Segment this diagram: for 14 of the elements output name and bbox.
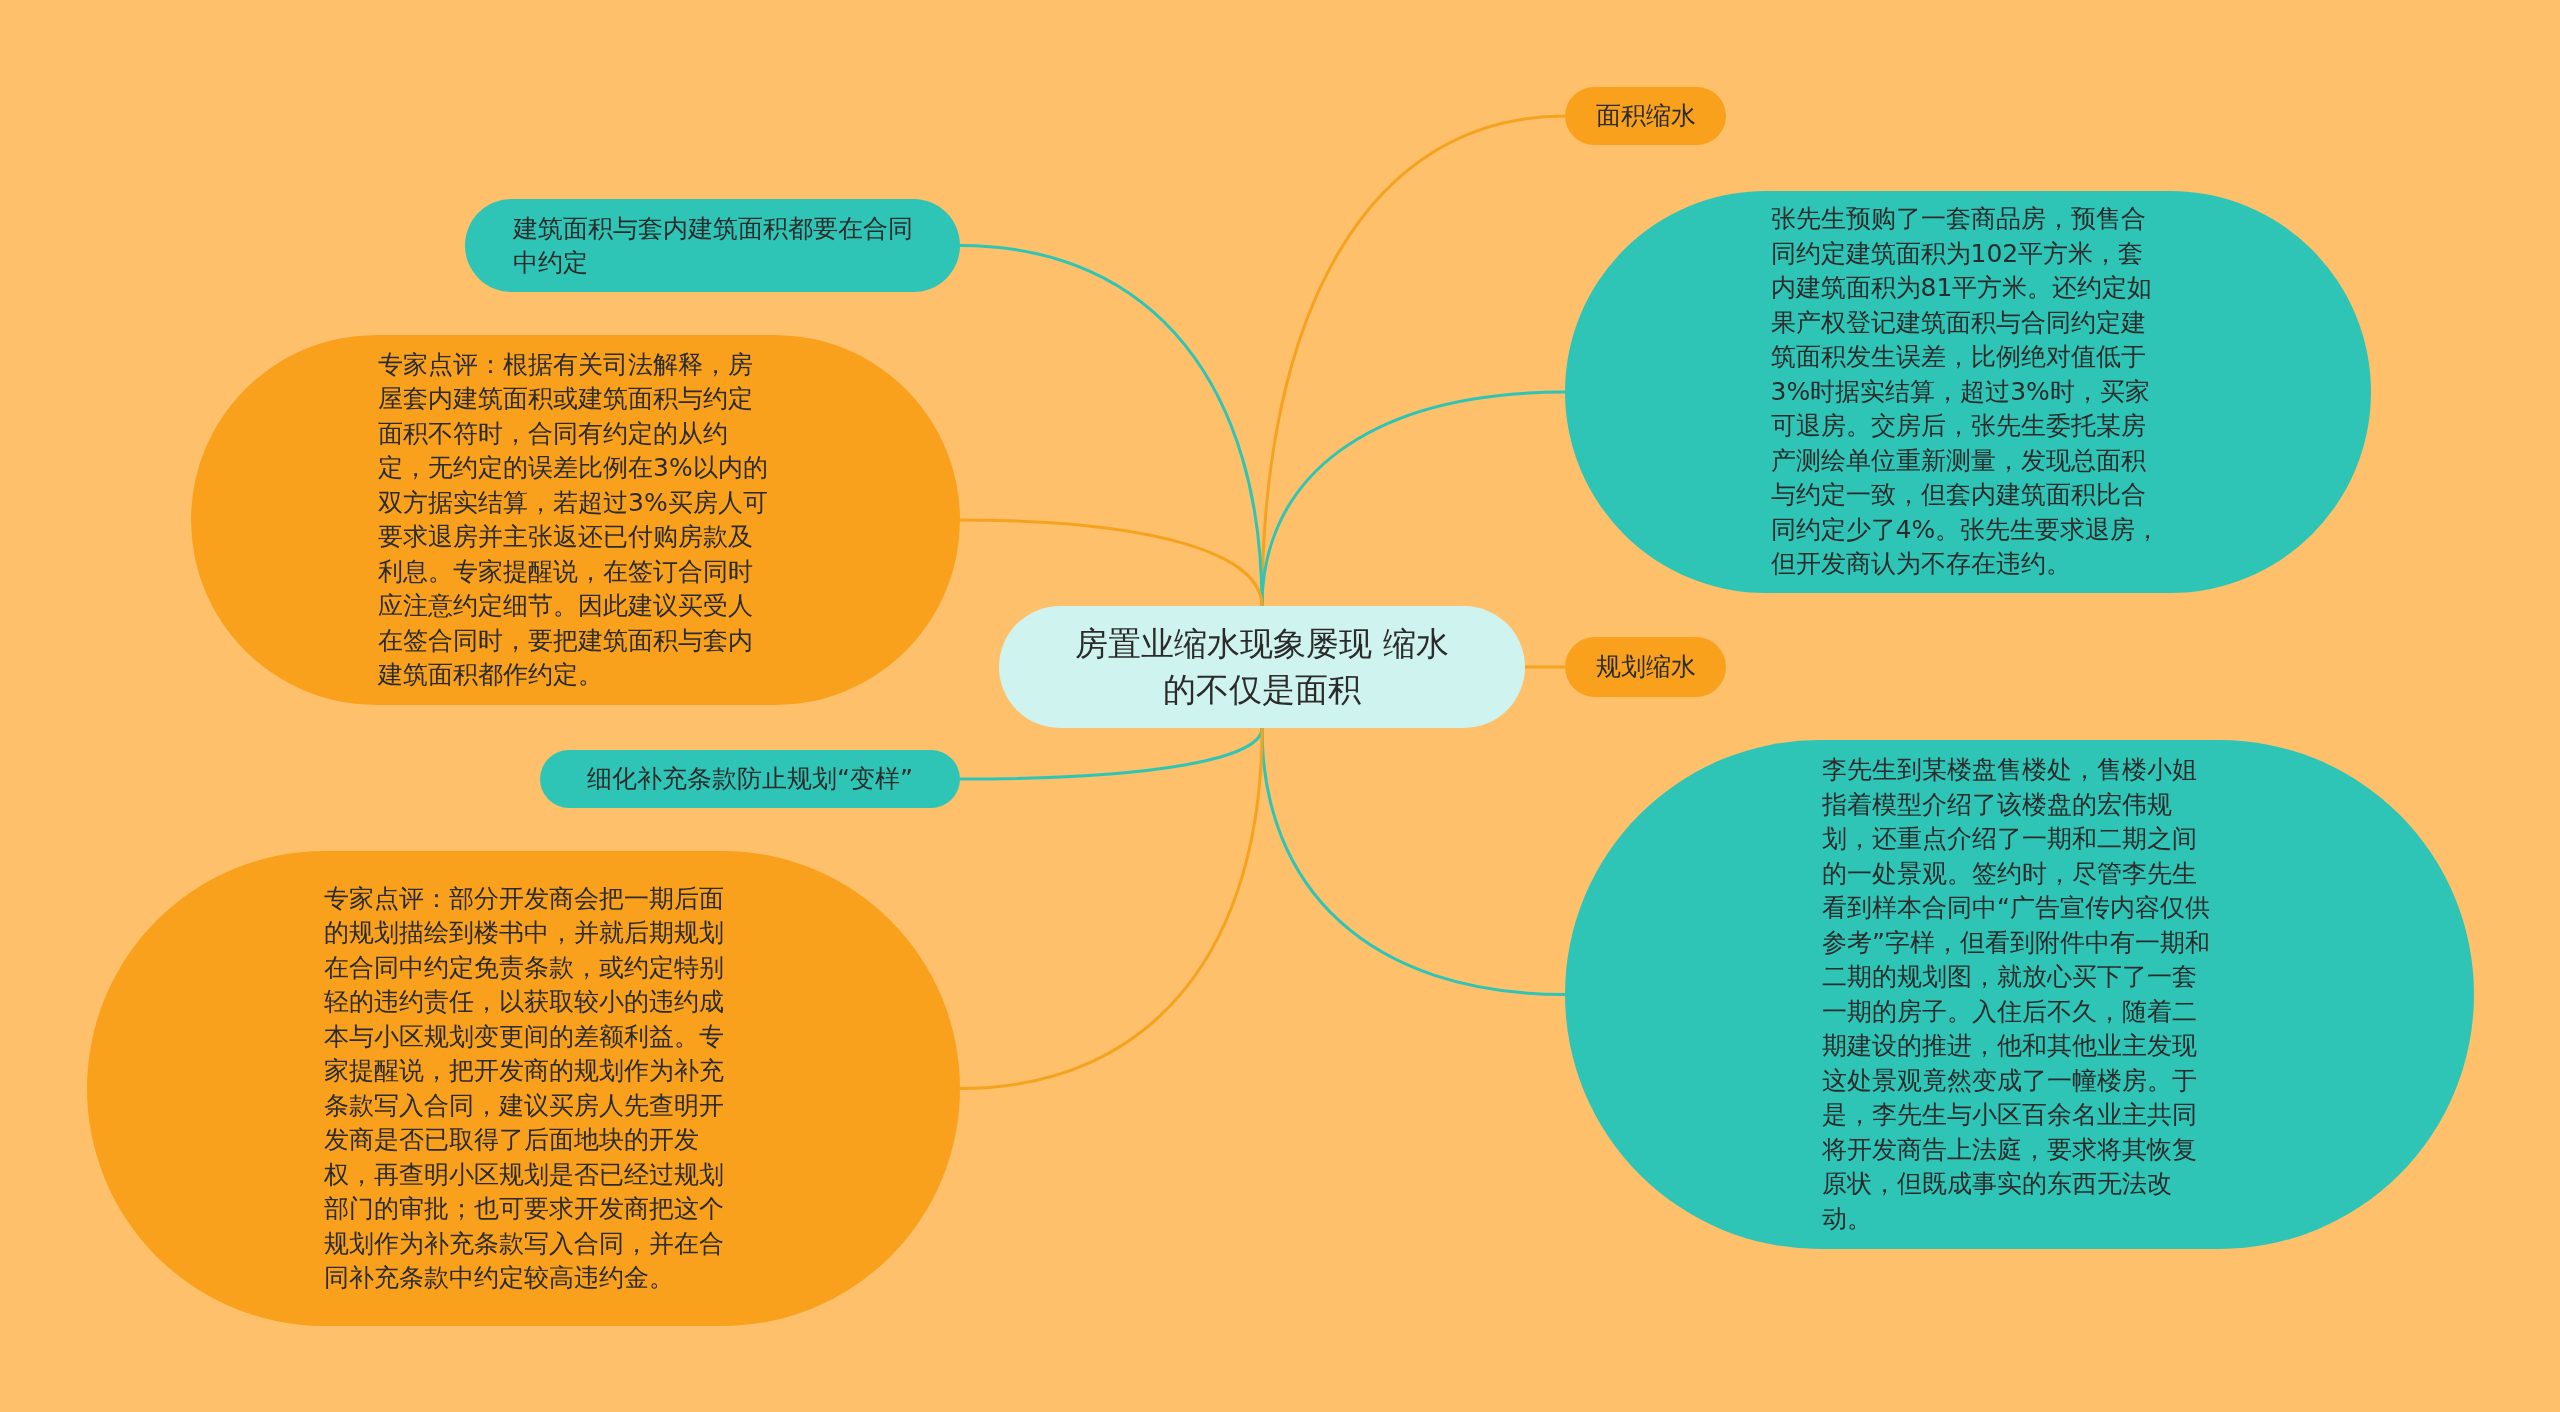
branch-label: 面积缩水 bbox=[1565, 87, 1726, 145]
topic-bubble: 房置业缩水现象屡现 缩水的不仅是面积 bbox=[999, 606, 1525, 728]
connector-line bbox=[1525, 665, 1565, 669]
branch-label: 规划缩水 bbox=[1565, 637, 1726, 697]
detail-bubble: 专家点评：部分开发商会把一期后面的规划描绘到楼书中，并就后期规划在合同中约定免责条款，或约定特别轻的违约责任，以获取较小的违约成本与小区规划变更间的差额利益。专家提醒说，把开发商的规划作为补充条款写入合同，建议买房人先查明开发商是否已取得了后面地块的开发权，再查明小区规划是否已经过规划部门的审批；也可要求开发商把这个规划作为补充条款写入合同，并在合同补充条款中约定较高违约金。 bbox=[87, 851, 960, 1326]
detail-bubble: 张先生预购了一套商品房，预售合同约定建筑面积为102平方米，套内建筑面积为81平方米。还约定如果产权登记建筑面积与合同约定建筑面积发生误差，比例绝对值低于3%时据实结算，超过3%时，买家可退房。交房后，张先生委托某房产测绘单位重新测量，发现总面积与约定一致，但套内建筑面积比合同约定少了4%。张先生要求退房，但开发商认为不存在违约。 bbox=[1565, 191, 2371, 593]
branch-label: 细化补充条款防止规划“变样” bbox=[540, 750, 960, 808]
connector-line bbox=[959, 518, 1264, 607]
detail-bubble: 专家点评：根据有关司法解释，房屋套内建筑面积或建筑面积与约定面积不符时，合同有约定的从约定，无约定的误差比例在3%以内的双方据实结算，若超过3%买房人可要求退房并主张返还已付购房款及利息。专家提醒说，在签订合同时应注意约定细节。因此建议买受人在签合同时，要把建筑面积与套内建筑面积都作约定。 bbox=[191, 335, 960, 705]
branch-label: 建筑面积与套内建筑面积都要在合同中约定 bbox=[465, 199, 960, 292]
connector-line bbox=[1260, 727, 1566, 996]
detail-bubble: 李先生到某楼盘售楼处，售楼小姐指着模型介绍了该楼盘的宏伟规划，还重点介绍了一期和二期之间的一处景观。签约时，尽管李先生看到样本合同中“广告宣传内容仅供参考”字样，但看到附件中有一期和二期的规划图，就放心买下了一套一期的房子。入住后不久，随着二期建设的推进，他和其他业主发现这处景观竟然变成了一幢楼房。于是，李先生与小区百余名业主共同将开发商告上法庭，要求将其恢复原状，但既成事实的东西无法改动。 bbox=[1565, 740, 2474, 1249]
connector-line bbox=[959, 727, 1264, 1090]
connector-line bbox=[1260, 390, 1566, 607]
